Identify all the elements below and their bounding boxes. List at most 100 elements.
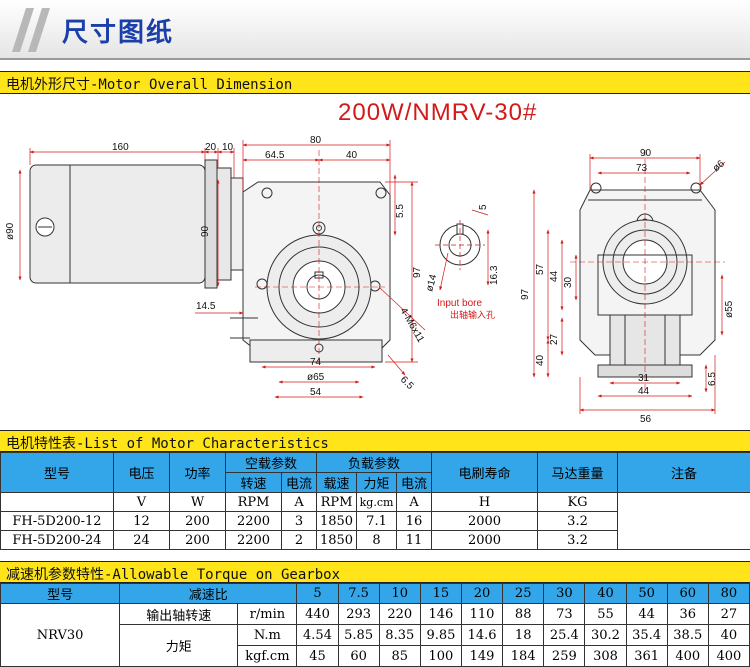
speed-cell: 55 bbox=[585, 604, 626, 625]
svg-text:6.5: 6.5 bbox=[707, 372, 718, 386]
svg-text:57: 57 bbox=[535, 263, 546, 275]
svg-text:31: 31 bbox=[638, 373, 650, 384]
gearbox-header-ratio: 减速比 bbox=[120, 584, 297, 604]
banner-title: 尺寸图纸 bbox=[62, 12, 174, 49]
nm-cell: 35.4 bbox=[626, 625, 667, 646]
motor-characteristics-title: 电机特性表-List of Motor Characteristics bbox=[6, 433, 329, 453]
motor-table: 型号 电压 功率 空载参数 负载参数 电刷寿命 马达重量 注备 转速 电流 载速… bbox=[0, 452, 750, 550]
speed-unit: r/min bbox=[238, 604, 297, 625]
motor-cell: 8 bbox=[357, 531, 397, 550]
svg-text:74: 74 bbox=[310, 357, 322, 368]
speed-cell: 440 bbox=[297, 604, 338, 625]
motor-header-torque: 力矩 bbox=[357, 473, 397, 493]
svg-text:90: 90 bbox=[200, 225, 211, 237]
motor-cell: 7.1 bbox=[357, 512, 397, 531]
motor-cell: 2000 bbox=[432, 512, 538, 531]
nm-cell: 38.5 bbox=[667, 625, 708, 646]
overall-dimension-bar: 电机外形尺寸-Motor Overall Dimension bbox=[0, 71, 750, 94]
ratio-cell: 50 bbox=[626, 584, 667, 604]
motor-cell: 2 bbox=[282, 531, 317, 550]
motor-unit-cell: RPM bbox=[317, 493, 357, 512]
svg-text:44: 44 bbox=[638, 386, 650, 397]
gearbox-model: NRV30 bbox=[1, 604, 120, 667]
svg-text:97: 97 bbox=[412, 266, 423, 278]
speed-cell: 146 bbox=[420, 604, 461, 625]
front-view bbox=[30, 160, 390, 362]
speed-cell: 293 bbox=[338, 604, 379, 625]
svg-text:80: 80 bbox=[310, 135, 322, 146]
svg-text:5.5: 5.5 bbox=[395, 204, 406, 218]
bore-dim-labels: 5 ø14 16.3 Input bore 出轴输入孔 bbox=[424, 204, 500, 320]
nm-cell: 25.4 bbox=[544, 625, 585, 646]
speed-cell: 36 bbox=[667, 604, 708, 625]
motor-cell: FH-5D200-24 bbox=[1, 531, 114, 550]
nm-cell: 14.6 bbox=[461, 625, 502, 646]
motor-header-loadspeed: 载速 bbox=[317, 473, 357, 493]
motor-header-noload: 空载参数 bbox=[226, 453, 317, 473]
motor-cell: 200 bbox=[170, 531, 226, 550]
slash-decoration-icon bbox=[12, 8, 52, 52]
svg-text:ø14: ø14 bbox=[424, 273, 439, 293]
svg-text:10: 10 bbox=[222, 142, 234, 153]
ratio-cell: 80 bbox=[708, 584, 749, 604]
motor-cell: 3 bbox=[282, 512, 317, 531]
nm-cell: 40 bbox=[708, 625, 749, 646]
svg-text:ø6: ø6 bbox=[711, 158, 727, 174]
kgf-cell: 259 bbox=[544, 646, 585, 667]
svg-text:97: 97 bbox=[520, 288, 531, 300]
motor-header-speed: 转速 bbox=[226, 473, 282, 493]
svg-text:14.5: 14.5 bbox=[196, 301, 216, 312]
nm-cell: 4.54 bbox=[297, 625, 338, 646]
motor-cell: 2200 bbox=[226, 531, 282, 550]
torque-label: 力矩 bbox=[120, 625, 238, 667]
svg-text:16.3: 16.3 bbox=[489, 265, 500, 285]
motor-cell: 2200 bbox=[226, 512, 282, 531]
ratio-cell: 60 bbox=[667, 584, 708, 604]
svg-text:5: 5 bbox=[478, 204, 489, 210]
motor-header-power: 功率 bbox=[170, 453, 226, 493]
kgf-cell: 308 bbox=[585, 646, 626, 667]
kgf-cell: 100 bbox=[420, 646, 461, 667]
motor-unit-cell: W bbox=[170, 493, 226, 512]
overall-dimension-title: 电机外形尺寸-Motor Overall Dimension bbox=[6, 74, 292, 94]
svg-text:73: 73 bbox=[636, 163, 648, 174]
kgf-cell: 361 bbox=[626, 646, 667, 667]
speed-cell: 44 bbox=[626, 604, 667, 625]
motor-unit-cell: A bbox=[397, 493, 432, 512]
motor-unit-cell: kg.cm bbox=[357, 493, 397, 512]
motor-header-current2: 电流 bbox=[397, 473, 432, 493]
motor-header-note: 注备 bbox=[618, 453, 750, 493]
svg-text:ø90: ø90 bbox=[5, 222, 16, 240]
kgf-cell: 60 bbox=[338, 646, 379, 667]
svg-text:56: 56 bbox=[640, 414, 652, 425]
motor-unit-cell: V bbox=[114, 493, 170, 512]
motor-header-load: 负载参数 bbox=[317, 453, 432, 473]
speed-cell: 73 bbox=[544, 604, 585, 625]
motor-cell: 3.2 bbox=[538, 531, 618, 550]
motor-cell: 3.2 bbox=[538, 512, 618, 531]
svg-text:44: 44 bbox=[549, 270, 560, 282]
svg-text:30: 30 bbox=[563, 276, 574, 288]
table-row: NRV30 输出轴转速 r/min 440 293 220 146 110 88… bbox=[1, 604, 750, 625]
svg-text:54: 54 bbox=[310, 387, 322, 398]
ratio-cell: 10 bbox=[379, 584, 420, 604]
motor-unit-cell: KG bbox=[538, 493, 618, 512]
speed-cell: 220 bbox=[379, 604, 420, 625]
ratio-cell: 30 bbox=[544, 584, 585, 604]
ratio-cell: 25 bbox=[503, 584, 544, 604]
motor-cell: 11 bbox=[397, 531, 432, 550]
svg-text:ø65: ø65 bbox=[307, 372, 325, 383]
banner-divider bbox=[0, 58, 750, 60]
svg-text:64.5: 64.5 bbox=[265, 150, 285, 161]
kgf-cell: 400 bbox=[708, 646, 749, 667]
speed-cell: 110 bbox=[461, 604, 502, 625]
motor-cell: 2000 bbox=[432, 531, 538, 550]
ratio-cell: 40 bbox=[585, 584, 626, 604]
svg-text:20: 20 bbox=[205, 142, 217, 153]
motor-cell: 200 bbox=[170, 512, 226, 531]
speed-cell: 88 bbox=[503, 604, 544, 625]
side-view bbox=[580, 183, 715, 377]
svg-text:出轴输入孔: 出轴输入孔 bbox=[450, 309, 495, 320]
gearbox-torque-bar: 减速机参数特性-Allowable Torque on Gearbox bbox=[0, 561, 750, 583]
